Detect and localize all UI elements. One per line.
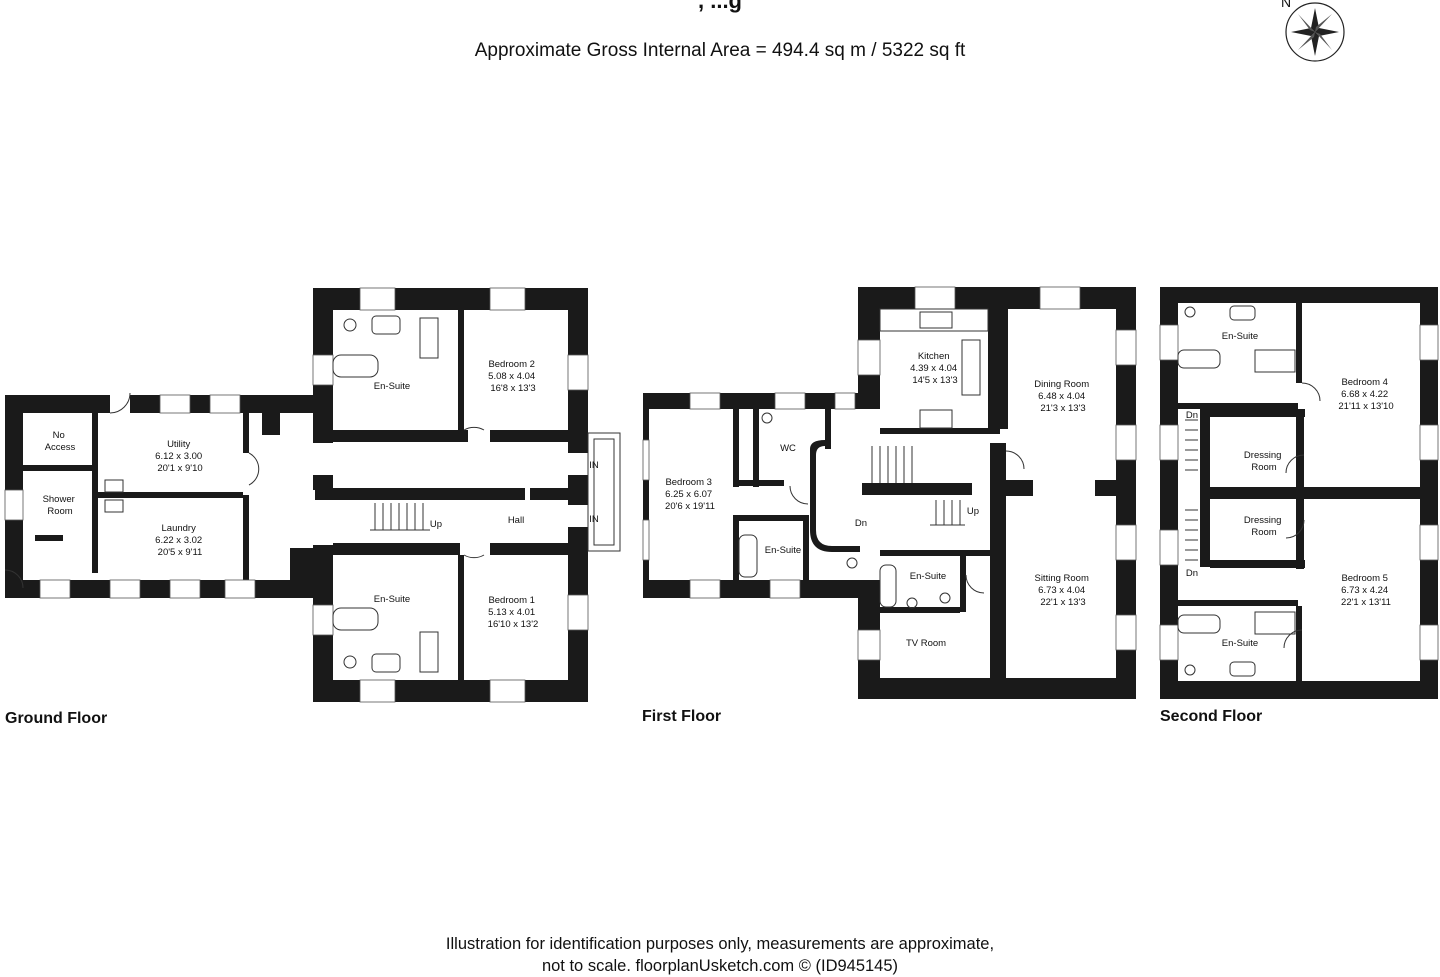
room-en-suite-ground-top: En-Suite [374,381,410,392]
stairs-dn-first: Dn [855,518,867,529]
stairs-dn-second-2: Dn [1186,568,1198,579]
room-tv-room: TV Room [906,638,946,649]
disclaimer: Illustration for identification purposes… [0,933,1440,977]
room-bedroom-2: Bedroom 2 5.08 x 4.04 16'8 x 13'3 [488,359,538,394]
room-dressing-top: Dressing Room [1244,450,1284,473]
compass-north-label: N [1281,0,1292,10]
first-floor-plan [642,286,1137,699]
stairs-up-ground: Up [430,519,442,530]
room-en-suite-second-top: En-Suite [1222,331,1258,342]
ground-floor-label: Ground Floor [5,710,108,727]
room-bedroom-5: Bedroom 5 6.73 x 4.24 22'1 x 13'11 [1341,573,1391,608]
ground-floor-plan [4,287,621,703]
room-dining-room: Dining Room 6.48 x 4.04 21'3 x 13'3 [1034,379,1092,414]
room-dressing-bottom: Dressing Room [1244,515,1284,538]
room-en-suite-second-bottom: En-Suite [1222,638,1258,649]
stairs-dn-second-1: Dn [1186,410,1198,421]
room-wc: WC [780,443,796,454]
room-laundry: Laundry 6.22 x 3.02 20'5 x 9'11 [155,523,205,558]
room-kitchen: Kitchen 4.39 x 4.04 14'5 x 13'3 [910,351,960,386]
entrance-in-2: IN [589,514,599,525]
second-floor-plan [1159,287,1439,699]
compass-icon [1285,2,1345,62]
room-sitting-room: Sitting Room 6.73 x 4.04 22'1 x 13'3 [1034,573,1091,608]
entrance-in-1: IN [589,460,599,471]
room-en-suite-first-b: En-Suite [910,571,946,582]
disclaimer-line-1: Illustration for identification purposes… [445,935,995,953]
disclaimer-line-2: not to scale. floorplanUsketch.com © (ID… [541,957,899,975]
room-bedroom-3: Bedroom 3 6.25 x 6.07 20'6 x 19'11 [665,477,715,512]
page-title: , ...g [698,0,742,13]
room-en-suite-ground-bottom: En-Suite [374,594,410,605]
stairs-up-first: Up [967,506,979,517]
room-hall: Hall [508,515,524,526]
room-bedroom-4: Bedroom 4 6.68 x 4.22 21'11 x 13'10 [1338,377,1393,412]
room-no-access: No Access [45,430,76,453]
room-en-suite-first-a: En-Suite [765,545,801,556]
room-utility: Utility 6.12 x 3.00 20'1 x 9'10 [155,439,205,474]
room-bedroom-1: Bedroom 1 5.13 x 4.01 16'10 x 13'2 [488,595,539,630]
room-shower-room: Shower Room [43,494,78,517]
first-floor-label: First Floor [642,708,722,725]
second-floor-label: Second Floor [1160,708,1263,725]
gross-area-text: Approximate Gross Internal Area = 494.4 … [474,40,966,61]
